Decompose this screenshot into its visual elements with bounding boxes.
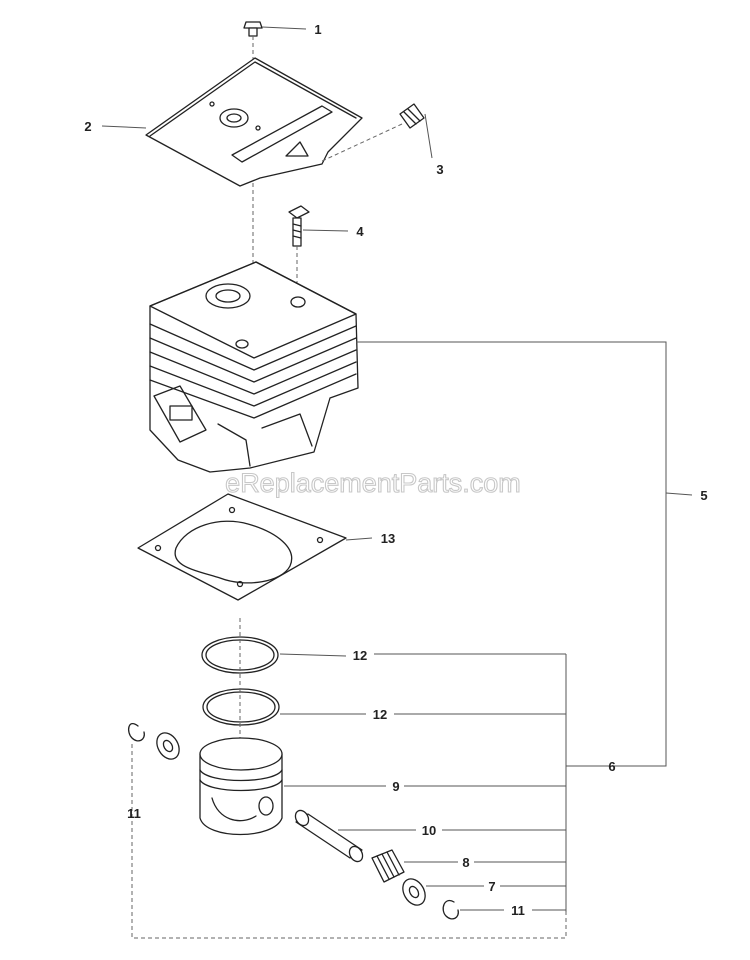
- callout-10: 10: [422, 823, 436, 838]
- callout-7: 7: [488, 879, 495, 894]
- part-12-piston-rings: [201, 618, 280, 740]
- callout-labels: 1 2 3 4 5 6 7 8 9 10 11 11 12 12 13: [84, 22, 707, 918]
- cylinder-body: [149, 261, 359, 473]
- callout-12-upper: 12: [353, 648, 367, 663]
- callout-12-lower: 12: [373, 707, 387, 722]
- callout-11-right: 11: [511, 903, 525, 918]
- callout-1: 1: [314, 22, 321, 37]
- callout-8: 8: [462, 855, 469, 870]
- left-washer: [156, 732, 180, 760]
- callout-13: 13: [381, 531, 395, 546]
- callout-11-left: 11: [127, 806, 141, 821]
- part-9-piston: [199, 737, 283, 836]
- part-13-gasket: [137, 493, 347, 601]
- part-2-cover-plate: [145, 57, 363, 187]
- part-4-bolt: [288, 205, 310, 296]
- part-7-washer: [402, 878, 426, 906]
- part-11-circlip-left: [127, 723, 145, 742]
- callout-2: 2: [84, 119, 91, 134]
- callout-9: 9: [392, 779, 399, 794]
- callout-6: 6: [608, 759, 615, 774]
- callout-5: 5: [700, 488, 707, 503]
- leader-lines: [101, 26, 693, 939]
- callout-4: 4: [356, 224, 364, 239]
- part-8-needle-bearing: [371, 849, 405, 883]
- watermark-text: eReplacementParts.com: [225, 468, 521, 498]
- callout-3: 3: [436, 162, 443, 177]
- part-11-circlip-right: [442, 899, 459, 920]
- part-3-threaded-bushing: [319, 103, 425, 163]
- part-10-piston-pin: [294, 809, 364, 863]
